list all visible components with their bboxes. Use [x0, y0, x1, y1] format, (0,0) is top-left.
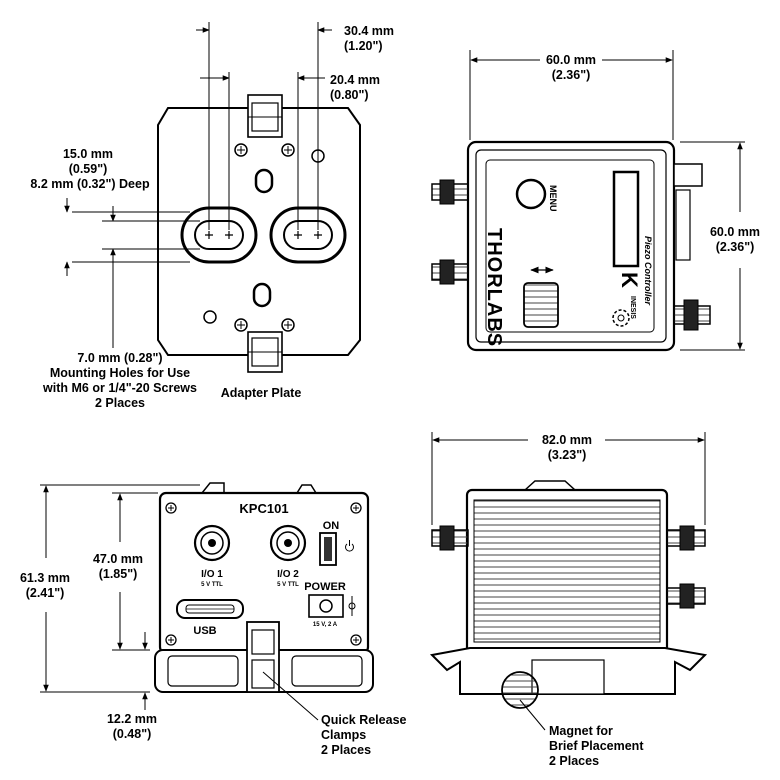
cooling-fins — [473, 499, 661, 643]
io1-label: I/O 1 — [201, 569, 223, 580]
clamp-note-line1: Quick Release — [321, 713, 407, 727]
dim-base-height-in: (0.48") — [113, 727, 152, 741]
usb-label: USB — [193, 625, 216, 637]
dim-body-height-in: (1.85") — [99, 567, 138, 581]
power-label: POWER — [304, 581, 346, 593]
sma-connector-right — [673, 299, 711, 331]
hole-note-line3: with M6 or 1/4"-20 Screws — [42, 381, 197, 395]
power-spec: 15 V, 2 A — [313, 622, 338, 628]
polarity-icon — [348, 596, 356, 616]
kinesis-k: K — [617, 272, 642, 288]
dim-total-height-mm: 61.3 mm — [20, 571, 70, 585]
hole-note-line2: Mounting Holes for Use — [50, 366, 190, 380]
dim-length-mm: 82.0 mm — [542, 433, 592, 447]
quick-release-clamp[interactable] — [246, 621, 280, 693]
clamp-note-line3: 2 Places — [321, 743, 371, 757]
top-view-dim-lines — [469, 50, 745, 351]
sma-connector-left-top — [431, 179, 469, 205]
front-dim-lines — [40, 484, 319, 721]
menu-button[interactable] — [515, 178, 547, 210]
controller-top-view: MENU THORLABS Piezo Controller K INESIS … — [431, 50, 760, 352]
io1-spec: 5 V TTL — [201, 582, 223, 588]
front-screws — [165, 502, 362, 646]
dim-slot-mm: 15.0 mm — [63, 147, 113, 161]
dim-outer-mm: 30.4 mm — [344, 24, 394, 38]
power-jack-right — [673, 163, 703, 261]
side-sma-right-bottom — [666, 583, 706, 609]
jog-wheel[interactable] — [523, 282, 559, 328]
adapter-plate-caption: Adapter Plate — [221, 386, 302, 400]
power-symbol-icon — [345, 540, 354, 552]
magnet — [501, 671, 539, 709]
side-sma-left — [431, 525, 469, 551]
adapter-plate-view: 30.4 mm (1.20") 20.4 mm (0.80") 15.0 mm … — [30, 22, 394, 410]
magnet-note-line1: Magnet for — [549, 724, 613, 738]
thorlabs-logo: THORLABS — [483, 228, 505, 347]
hole-note-line1: 7.0 mm (0.28") — [77, 351, 162, 365]
controller-front-view: KPC101 I/O 1 I/O 2 5 V TTL 5 V TTL ON PO… — [20, 482, 407, 757]
dim-inner-in: (0.80") — [330, 88, 369, 102]
hole-note-line4: 2 Places — [95, 396, 145, 410]
sma-connector-left-bottom — [431, 259, 469, 285]
dim-width-in: (2.36") — [552, 68, 591, 82]
dim-slot-depth: 8.2 mm (0.32") Deep — [30, 177, 150, 191]
mounting-slot-left — [180, 206, 258, 264]
top-clamp — [247, 94, 283, 138]
plate-screws — [234, 143, 295, 332]
dim-slot-in: (0.59") — [69, 162, 108, 176]
side-sma-right-top — [666, 525, 706, 551]
io1-connector[interactable] — [193, 524, 231, 562]
adapter-dim-lines — [64, 22, 332, 348]
io2-label: I/O 2 — [277, 569, 299, 580]
dim-body-height-mm: 47.0 mm — [93, 552, 143, 566]
on-label: ON — [323, 520, 340, 532]
mounting-slot-right — [269, 206, 347, 264]
clamp-note-line2: Clamps — [321, 728, 366, 742]
model-label: KPC101 — [239, 501, 288, 516]
magnet-note-line2: Brief Placement — [549, 739, 644, 753]
dim-outer-in: (1.20") — [344, 39, 383, 53]
io2-connector[interactable] — [269, 524, 307, 562]
io2-spec: 5 V TTL — [277, 582, 299, 588]
menu-label: MENU — [548, 185, 558, 212]
kinesis-text: INESIS — [629, 296, 636, 319]
bottom-clamp — [247, 331, 283, 373]
dim-base-height-mm: 12.2 mm — [107, 712, 157, 726]
dim-total-height-in: (2.41") — [26, 586, 65, 600]
magnet-note-line3: 2 Places — [549, 754, 599, 768]
dim-height-mm: 60.0 mm — [710, 225, 760, 239]
piezo-controller-label: Piezo Controller — [643, 236, 653, 306]
display-window — [612, 170, 640, 268]
side-dim-lines — [431, 432, 706, 731]
dim-length-in: (3.23") — [548, 448, 587, 462]
dim-height-in: (2.36") — [716, 240, 755, 254]
kinesis-gear-icon — [612, 309, 630, 327]
dim-inner-mm: 20.4 mm — [330, 73, 380, 87]
dim-width-mm: 60.0 mm — [546, 53, 596, 67]
controller-side-view: 82.0 mm (3.23") Magnet for Brief Placeme… — [429, 432, 708, 768]
power-jack[interactable] — [308, 594, 344, 618]
